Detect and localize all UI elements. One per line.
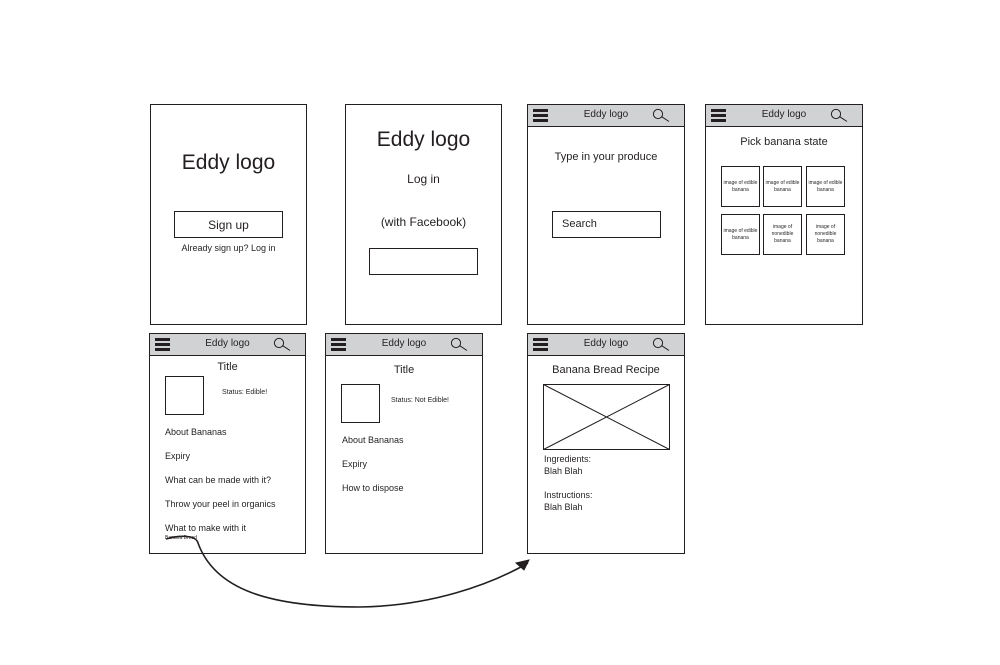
link-what-can-be-made[interactable]: What can be made with it? — [165, 475, 272, 485]
menu-icon[interactable] — [155, 338, 170, 351]
banana-state-tile[interactable]: image of edible banana — [806, 166, 845, 207]
link-how-to-dispose[interactable]: How to dispose — [342, 483, 404, 493]
status-label: Status: Not Edible! — [391, 397, 449, 404]
recipe-image-placeholder — [543, 384, 670, 450]
search-screen: Eddy logo Type in your produce Search — [527, 104, 685, 325]
link-about-bananas[interactable]: About Bananas — [342, 435, 404, 445]
facebook-login-button[interactable] — [369, 248, 478, 275]
link-about-bananas[interactable]: About Bananas — [165, 427, 227, 437]
login-screen: Eddy logo Log in (with Facebook) — [345, 104, 502, 325]
top-bar: Eddy logo — [150, 334, 305, 356]
top-bar: Eddy logo — [706, 105, 862, 127]
edible-screen: Eddy logo Title Status: Edible! About Ba… — [149, 333, 306, 554]
pick-state-title: Pick banana state — [740, 136, 828, 148]
arrow-head-icon — [514, 559, 530, 571]
link-banana-bread[interactable]: Banana Bread — [165, 535, 197, 541]
header-logo: Eddy logo — [583, 338, 629, 349]
header-logo: Eddy logo — [583, 109, 629, 120]
search-icon[interactable] — [830, 108, 848, 122]
search-icon[interactable] — [652, 337, 670, 351]
pick-state-screen: Eddy logo Pick banana state image of edi… — [705, 104, 863, 325]
menu-icon[interactable] — [711, 109, 726, 122]
signup-button[interactable]: Sign up — [174, 211, 283, 238]
header-logo: Eddy logo — [761, 109, 807, 120]
facebook-label: (with Facebook) — [380, 215, 467, 229]
top-bar: Eddy logo — [528, 334, 684, 356]
header-logo: Eddy logo — [381, 338, 427, 349]
produce-prompt: Type in your produce — [554, 151, 658, 163]
search-placeholder: Search — [562, 218, 597, 230]
signup-button-label: Sign up — [208, 218, 249, 232]
status-label: Status: Edible! — [222, 389, 268, 396]
app-logo: Eddy logo — [181, 151, 276, 174]
header-logo: Eddy logo — [205, 338, 250, 349]
menu-icon[interactable] — [331, 338, 346, 351]
not-edible-screen: Eddy logo Title Status: Not Edible! Abou… — [325, 333, 483, 554]
banana-state-tile[interactable]: image of edible banana — [721, 214, 760, 255]
banana-state-tile[interactable]: image of nonedible banana — [806, 214, 845, 255]
search-icon[interactable] — [273, 337, 291, 351]
link-what-to-make[interactable]: What to make with it — [165, 523, 247, 533]
produce-image-placeholder — [341, 384, 380, 423]
link-throw-peel[interactable]: Throw your peel in organics — [165, 499, 276, 509]
link-expiry[interactable]: Expiry — [165, 451, 191, 461]
produce-image-placeholder — [165, 376, 204, 415]
page-title: Title — [393, 364, 415, 376]
top-bar: Eddy logo — [326, 334, 482, 356]
app-logo: Eddy logo — [376, 128, 471, 151]
banana-state-tile[interactable]: image of edible banana — [721, 166, 760, 207]
banana-state-tile[interactable]: image of nonedible banana — [763, 214, 802, 255]
recipe-title: Banana Bread Recipe — [552, 364, 660, 376]
search-icon[interactable] — [652, 108, 670, 122]
search-icon[interactable] — [450, 337, 468, 351]
link-expiry[interactable]: Expiry — [342, 459, 368, 469]
recipe-screen: Eddy logo Banana Bread Recipe Ingredient… — [527, 333, 685, 554]
top-bar: Eddy logo — [528, 105, 684, 127]
menu-icon[interactable] — [533, 338, 548, 351]
instructions-text: Blah Blah — [544, 502, 583, 512]
search-input[interactable]: Search — [552, 211, 661, 238]
banana-state-tile[interactable]: image of edible banana — [763, 166, 802, 207]
signup-screen: Eddy logo Sign up Already sign up? Log i… — [150, 104, 307, 325]
instructions-label: Instructions: — [544, 490, 593, 500]
ingredients-label: Ingredients: — [544, 454, 592, 464]
login-label: Log in — [407, 172, 440, 186]
ingredients-text: Blah Blah — [544, 466, 583, 476]
page-title: Title — [217, 361, 238, 373]
menu-icon[interactable] — [533, 109, 548, 122]
login-link[interactable]: Already sign up? Log in — [181, 243, 276, 253]
